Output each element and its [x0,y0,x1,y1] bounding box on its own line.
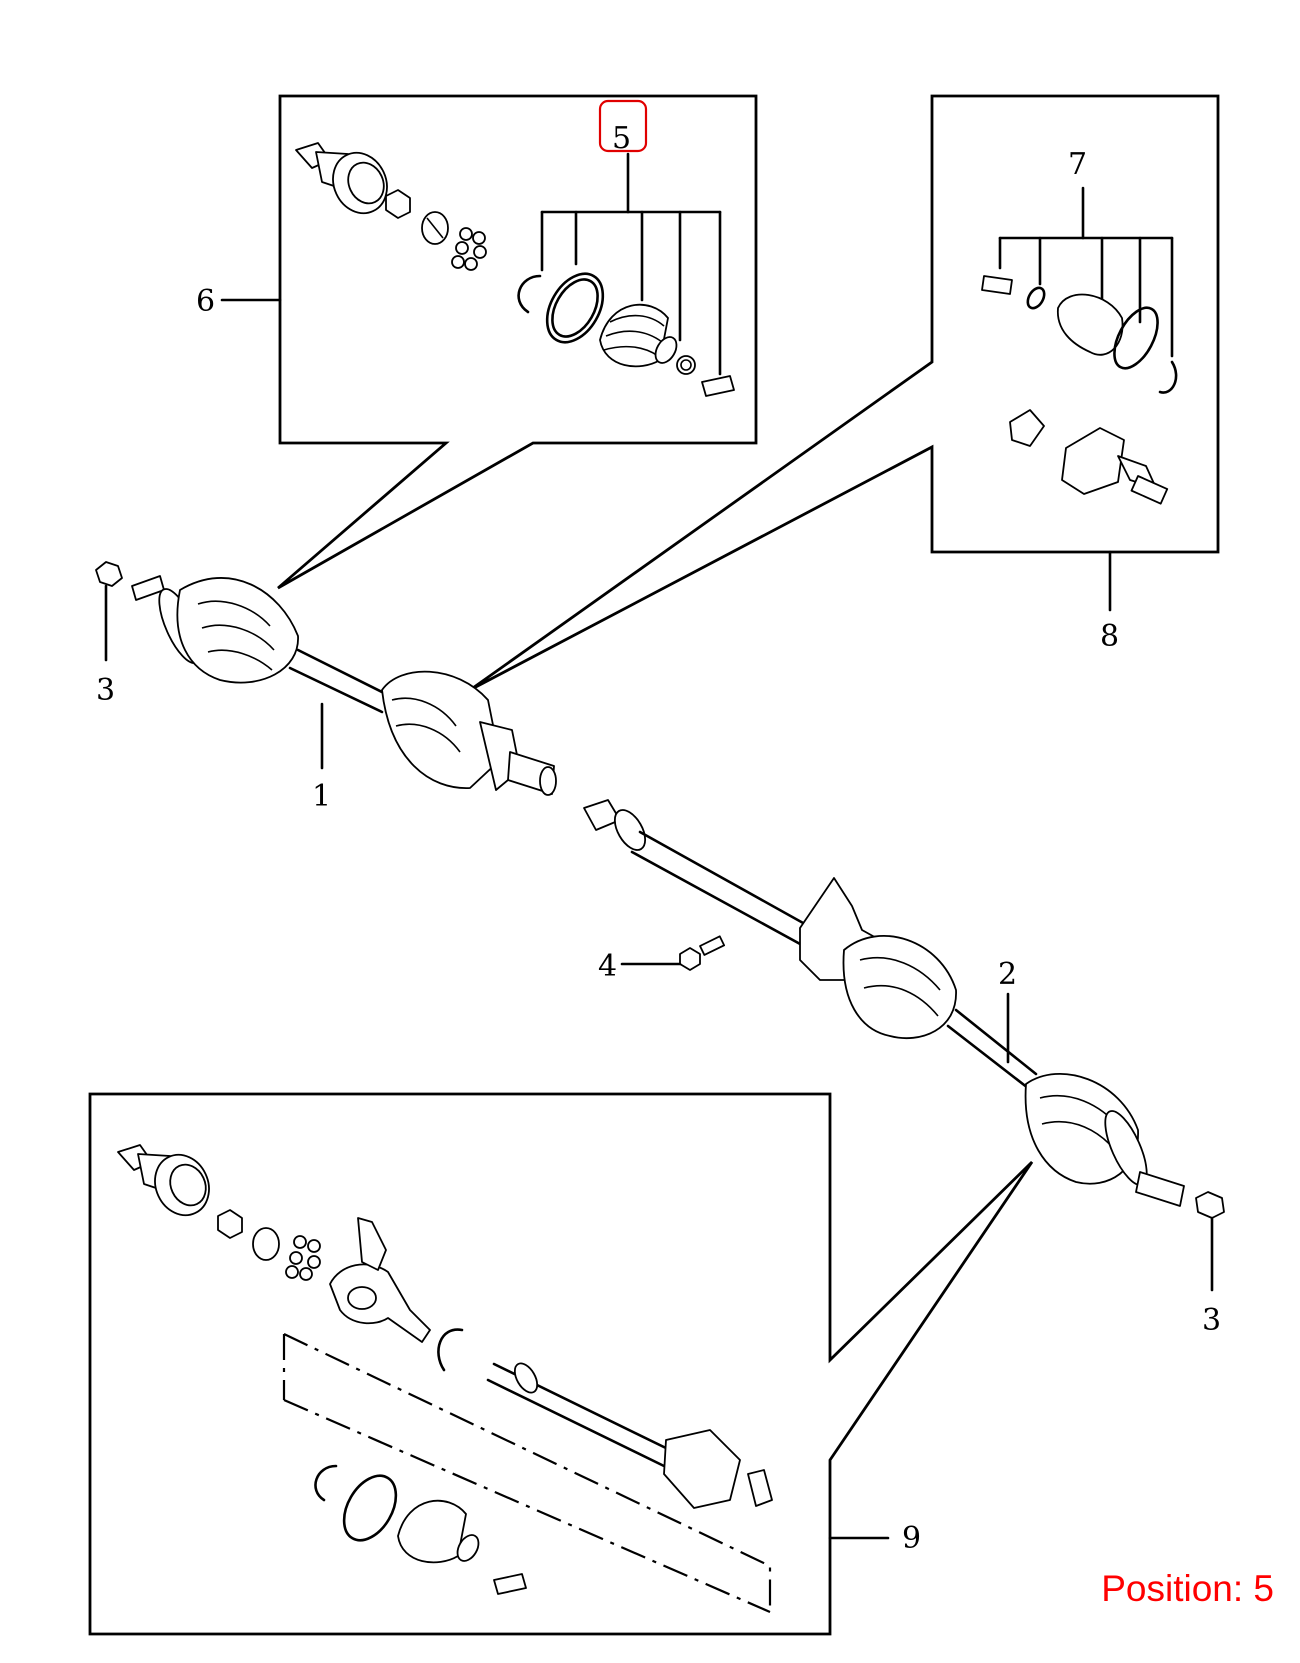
detail-box-9 [88,1092,1034,1636]
callout-7[interactable]: 7 [1068,147,1087,182]
bolt-part-4 [679,935,726,971]
detail-box-8 [469,94,1220,692]
bearing-bracket-part [329,1217,431,1343]
boot-kit-9-parts [314,1464,527,1595]
right-driveshaft-2 [583,799,1225,1219]
callout-2[interactable]: 2 [998,957,1017,992]
tripod-joint-part [1009,409,1169,505]
assembly-group-outline [282,1333,772,1614]
kit-7-parts [981,275,1178,394]
left-driveshaft-1 [95,561,557,796]
balls-part [451,227,487,271]
callout-4[interactable]: 4 [598,949,617,984]
callout-leaders [104,298,1214,1292]
callout-5[interactable]: 5 [612,121,631,156]
outer-cv-joint-part [295,142,388,215]
snap-ring-part [437,1328,464,1372]
intermediate-shaft-part [486,1362,773,1509]
highlight-box [598,99,648,153]
position-label: Position: 5 [1101,1568,1274,1609]
detail-box-6 [277,94,758,590]
callout-5-leaders [540,152,722,376]
callout-6[interactable]: 6 [196,284,215,319]
nut-part [385,189,411,219]
callout-3-left[interactable]: 3 [96,673,115,708]
callout-3-right[interactable]: 3 [1202,1303,1221,1338]
cage-part [421,211,449,245]
kit-5-parts [517,272,735,397]
callout-9[interactable]: 9 [902,1521,921,1556]
outer-cv-joint-part-9 [117,1144,321,1281]
callout-7-leaders [998,186,1174,358]
callout-1[interactable]: 1 [312,779,331,814]
callout-8[interactable]: 8 [1100,619,1119,654]
